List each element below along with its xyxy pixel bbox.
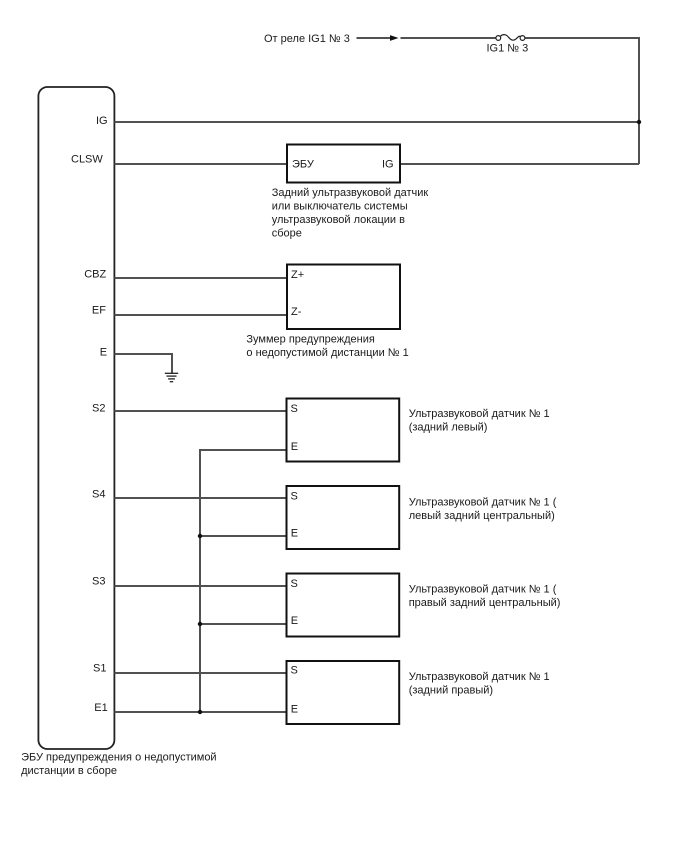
svg-text:Ультразвуковой датчик № 1 (: Ультразвуковой датчик № 1 (	[409, 497, 557, 509]
svg-text:S: S	[291, 665, 298, 677]
svg-text:правый задний центральный): правый задний центральный)	[409, 597, 561, 609]
svg-text:IG1 № 3: IG1 № 3	[487, 43, 529, 55]
svg-text:IG: IG	[96, 115, 108, 127]
svg-text:S2: S2	[92, 403, 105, 415]
svg-text:S: S	[291, 578, 298, 590]
svg-text:E1: E1	[94, 702, 107, 714]
svg-text:сборе: сборе	[272, 228, 302, 240]
svg-text:Ультразвуковой датчик № 1 (: Ультразвуковой датчик № 1 (	[409, 584, 557, 596]
svg-text:E: E	[291, 528, 298, 540]
svg-text:S4: S4	[92, 489, 105, 501]
svg-text:или выключатель системы: или выключатель системы	[272, 201, 408, 213]
svg-text:Задний ультразвуковой датчик: Задний ультразвуковой датчик	[272, 187, 429, 199]
svg-text:(задний правый): (задний правый)	[409, 685, 493, 697]
svg-text:Ультразвуковой датчик № 1: Ультразвуковой датчик № 1	[409, 408, 550, 420]
svg-text:Зуммер предупреждения: Зуммер предупреждения	[246, 333, 374, 345]
svg-text:S3: S3	[92, 576, 105, 588]
svg-text:S1: S1	[93, 663, 106, 675]
svg-text:дистанции в сборе: дистанции в сборе	[21, 765, 117, 777]
svg-text:CLSW: CLSW	[71, 154, 103, 166]
svg-text:E: E	[100, 347, 107, 359]
svg-text:E: E	[291, 704, 298, 716]
svg-text:Z+: Z+	[291, 269, 304, 281]
svg-text:(задний левый): (задний левый)	[409, 422, 488, 434]
svg-text:Ультразвуковой датчик № 1: Ультразвуковой датчик № 1	[409, 671, 550, 683]
svg-text:Z-: Z-	[291, 306, 302, 318]
svg-text:От реле IG1 № 3: От реле IG1 № 3	[264, 33, 350, 45]
svg-text:IG: IG	[382, 159, 394, 171]
svg-text:ультразвуковой локации в: ультразвуковой локации в	[272, 214, 405, 226]
svg-text:EF: EF	[92, 305, 106, 317]
svg-text:о недопустимой дистанции № 1: о недопустимой дистанции № 1	[246, 347, 408, 359]
svg-text:S: S	[291, 490, 298, 502]
svg-text:E: E	[291, 441, 298, 453]
svg-text:ЭБУ: ЭБУ	[292, 159, 315, 171]
svg-text:S: S	[291, 403, 298, 415]
svg-text:левый задний центральный): левый задний центральный)	[409, 510, 555, 522]
svg-text:CBZ: CBZ	[84, 269, 106, 281]
svg-text:ЭБУ предупреждения о недопусти: ЭБУ предупреждения о недопустимой	[21, 752, 216, 764]
svg-text:E: E	[291, 615, 298, 627]
